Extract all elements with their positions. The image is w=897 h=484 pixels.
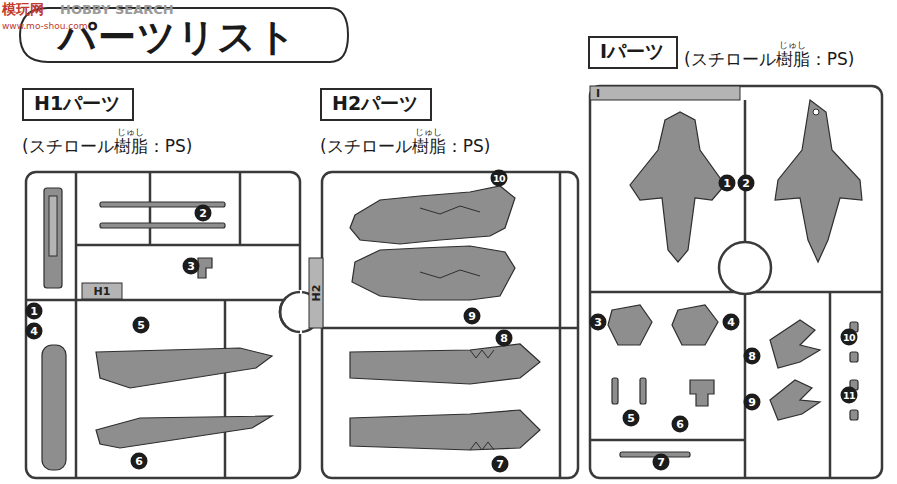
callout-number: 4 (723, 314, 740, 331)
sprue-part (770, 320, 820, 368)
sprue-part (640, 378, 646, 404)
sprue-part (850, 352, 858, 362)
watermark: HOBBY SEARCH (60, 2, 174, 17)
material-note: (スチロール樹脂：PS) (22, 135, 192, 158)
callout-number: 7 (492, 456, 509, 473)
sprue-part (96, 416, 272, 448)
sprue-part (350, 186, 515, 244)
sprue-part (813, 109, 819, 115)
sprue-part (350, 410, 540, 450)
sprue-part (850, 410, 858, 420)
sprue-part (239, 172, 242, 245)
sprue-part (630, 112, 725, 262)
part-group-header: Iパーツ (スチロール樹脂：PS) (588, 36, 854, 71)
runner-name: Iパーツ (588, 36, 678, 69)
part-group-header: H1パーツ (スチロール樹脂：PS) (22, 88, 192, 158)
callout-number: 5 (623, 410, 640, 427)
sprue-part (770, 380, 820, 420)
callout-number: 6 (672, 416, 689, 433)
material-note: (スチロール樹脂：PS) (320, 135, 490, 158)
callout-number: 3 (183, 258, 200, 275)
sprue-part (590, 86, 882, 478)
sprue-part (280, 292, 300, 332)
h2-sprue (309, 172, 578, 478)
callout-number: 6 (131, 453, 148, 470)
sprue-tag: H1 (94, 285, 111, 298)
sprue-tag: I (596, 87, 600, 100)
watermark: www.mo-shou.com (2, 21, 88, 31)
callout-number: 8 (496, 330, 513, 347)
sprue-part (75, 172, 78, 478)
material-note: (スチロール樹脂：PS) (684, 48, 854, 71)
callout-number: 4 (26, 323, 43, 340)
sprue-part (26, 172, 300, 478)
runner-name: H1パーツ (22, 88, 134, 121)
sprue-part (44, 188, 62, 288)
callout-number: 1 (719, 175, 736, 192)
sprue-part (49, 196, 57, 256)
sprue-part (719, 242, 771, 294)
sprue-tag: H2 (310, 285, 323, 302)
sprue-part (829, 292, 832, 478)
sprue-part (26, 299, 300, 302)
callout-number: 5 (133, 317, 150, 334)
callout-number: 7 (653, 454, 670, 471)
callout-number: 9 (744, 394, 761, 411)
sprue-part (590, 439, 745, 442)
sprue-part (224, 300, 227, 478)
sprue-part (612, 378, 618, 404)
watermark: 模玩网 (2, 1, 44, 19)
sprue-part (82, 283, 122, 299)
callout-number: 10 (491, 170, 508, 187)
callout-number: 3 (590, 314, 607, 331)
callout-number: 10 (841, 329, 858, 346)
sprue-part (352, 246, 515, 300)
callout-number: 8 (744, 348, 761, 365)
sprue-part (775, 100, 862, 262)
furigana: じゅし (117, 127, 144, 137)
sprue-part (96, 348, 272, 388)
runner-name: H2パーツ (320, 88, 432, 121)
sprue-part (470, 350, 494, 450)
callout-number: 2 (738, 175, 755, 192)
sprue-part (76, 244, 300, 247)
sprue-part (672, 305, 718, 345)
callout-number: 9 (464, 308, 481, 325)
sprue-part (559, 172, 562, 478)
sprue-part (149, 172, 152, 245)
furigana: じゅし (415, 127, 442, 137)
sprue-part (608, 305, 652, 345)
part-group-header: H2パーツ (スチロール樹脂：PS) (320, 88, 490, 158)
furigana: じゅし (779, 40, 806, 50)
sprue-part (322, 327, 578, 330)
sprue-part (100, 223, 225, 228)
sprue-part (590, 86, 740, 100)
sprue-part (420, 206, 480, 278)
callout-number: 11 (841, 387, 858, 404)
callout-number: 2 (195, 205, 212, 222)
sprue-part (322, 172, 578, 478)
sprue-part (690, 380, 714, 406)
sprue-part (309, 258, 323, 328)
sprue-part (42, 345, 66, 470)
callout-number: 1 (26, 303, 43, 320)
page-title: パーツリスト (58, 12, 297, 63)
sprue-part (198, 258, 212, 278)
h1-sprue (26, 172, 320, 478)
i-sprue (590, 86, 882, 478)
sprue-part (350, 344, 540, 384)
